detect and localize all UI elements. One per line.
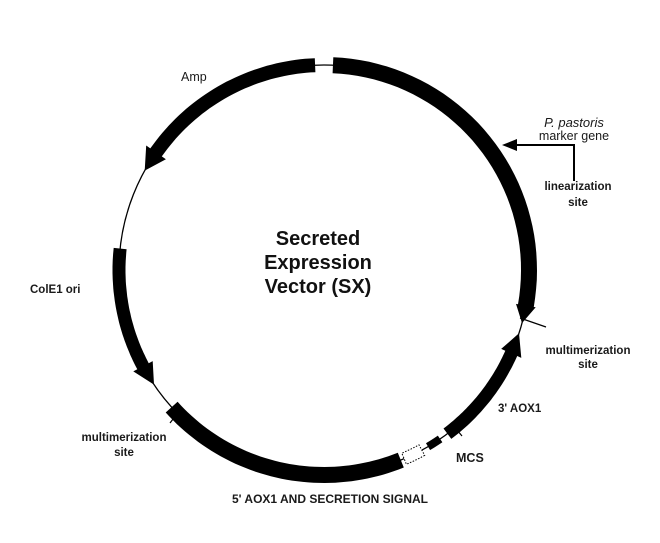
mcs-small-segment: [426, 435, 443, 451]
cole1-ori-label: ColE1 ori: [30, 284, 80, 296]
aox3-label: 3' AOX1: [498, 403, 542, 415]
amp-label: Amp: [181, 70, 207, 84]
linearization-site-label: site: [568, 197, 588, 209]
mcs-label: MCS: [456, 451, 484, 465]
aox5-secretion-label: 5' AOX1 AND SECRETION SIGNAL: [232, 492, 428, 506]
multimerization-right-site-label: site: [578, 359, 598, 371]
vector-title-line-3: Vector (SX): [265, 276, 372, 298]
multimerization-left-site-label: site: [114, 447, 134, 459]
aox3-segment: [443, 333, 522, 439]
multimerization-right-label: multimerization: [546, 345, 631, 357]
linearization-label: linearization: [544, 181, 611, 193]
aox5-secretion-segment: [165, 401, 404, 483]
marker-pointer-line: [516, 144, 575, 181]
vector-title-line-2: Expression: [264, 252, 372, 274]
marker-gene-label: marker gene: [539, 129, 609, 143]
multimerization-tick-right: [519, 317, 547, 328]
mcs-tick: [451, 423, 463, 437]
gene-segments: [112, 57, 537, 483]
amp-gene-segment: [144, 58, 316, 171]
multimerization-left-label: multimerization: [82, 432, 167, 444]
pastoris-label: P. pastoris: [544, 115, 604, 130]
cole1-ori-segment: [112, 247, 154, 385]
mcs-dotted-box: [401, 444, 426, 465]
marker-pointer-arrowhead: [502, 139, 517, 151]
vector-title-line-1: Secreted: [276, 228, 361, 250]
multimerization-tick-left: [169, 409, 181, 424]
